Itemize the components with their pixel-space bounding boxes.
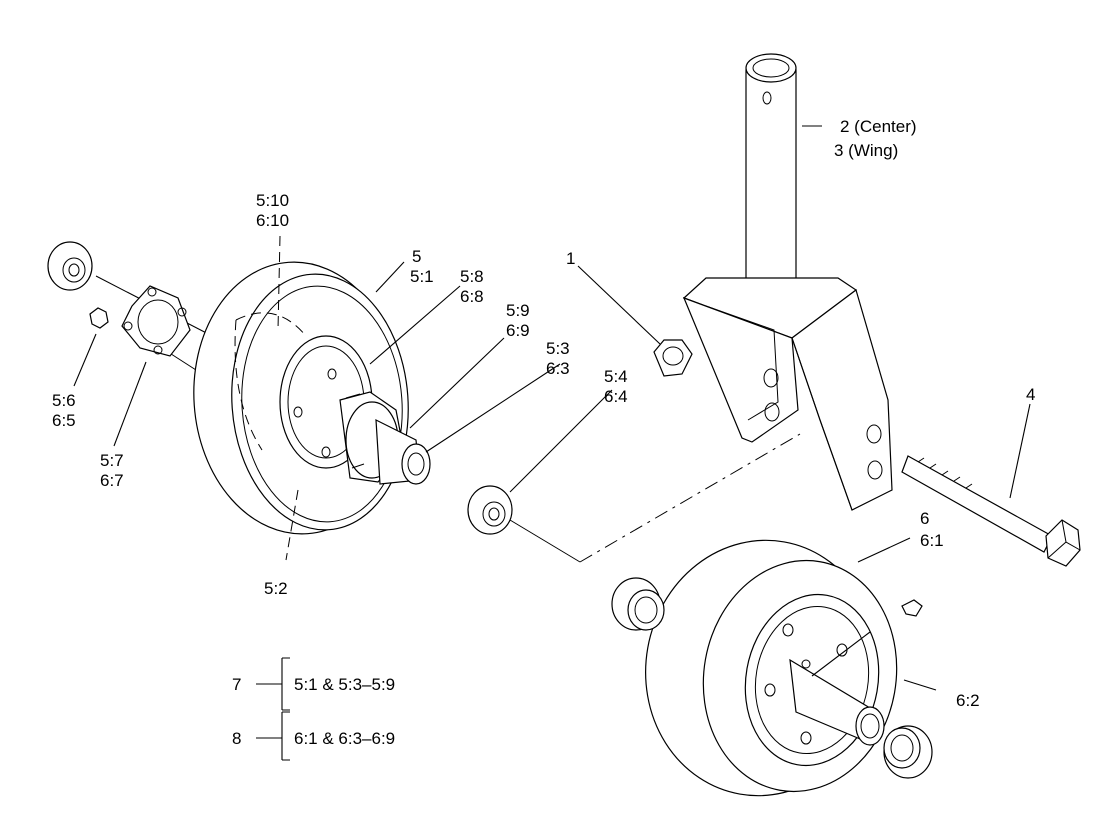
kit-8-number: 8 bbox=[232, 729, 241, 748]
callout-6-8: 6:8 bbox=[460, 287, 484, 306]
leader-lines bbox=[73, 125, 1031, 691]
callout-6-4: 6:4 bbox=[604, 387, 628, 406]
callout-6-3: 6:3 bbox=[546, 359, 570, 378]
callout-5-3: 5:3 bbox=[546, 339, 570, 358]
callout-6-2: 6:2 bbox=[956, 691, 980, 710]
callout-labels: 2 (Center) 3 (Wing) 5:10 6:10 5 5:1 5:8 … bbox=[52, 117, 1035, 748]
bearing-seal-right-lower bbox=[883, 725, 933, 779]
kit-8-contents: 6:1 & 6:3–6:9 bbox=[294, 729, 395, 748]
caster-fork bbox=[682, 53, 893, 511]
callout-4: 4 bbox=[1026, 385, 1035, 404]
outer-bearing-left bbox=[47, 241, 93, 291]
callout-6-9: 6:9 bbox=[506, 321, 530, 340]
small-nut bbox=[89, 307, 109, 329]
callout-5-10: 5:10 bbox=[256, 191, 289, 210]
callout-6-5: 6:5 bbox=[52, 411, 76, 430]
callout-5-2: 5:2 bbox=[264, 579, 288, 598]
callout-6-10: 6:10 bbox=[256, 211, 289, 230]
kit-brackets bbox=[256, 657, 290, 761]
assembly-center-lines bbox=[509, 433, 801, 563]
kit-7-contents: 5:1 & 5:3–5:9 bbox=[294, 675, 395, 694]
callout-6: 6 bbox=[920, 509, 929, 528]
axle-bolt bbox=[901, 455, 1081, 567]
callout-3-wing: 3 (Wing) bbox=[834, 141, 898, 160]
callout-5: 5 bbox=[412, 247, 421, 266]
callout-6-7: 6:7 bbox=[100, 471, 124, 490]
wheel-assembly-left bbox=[95, 261, 431, 535]
callout-5-6: 5:6 bbox=[52, 391, 76, 410]
lock-nut bbox=[653, 339, 693, 377]
callout-1: 1 bbox=[566, 249, 575, 268]
hub-flange bbox=[121, 285, 191, 357]
callout-5-8: 5:8 bbox=[460, 267, 484, 286]
spacer-bearing bbox=[467, 485, 513, 535]
kit-7-number: 7 bbox=[232, 675, 241, 694]
callout-5-9: 5:9 bbox=[506, 301, 530, 320]
callout-5-1: 5:1 bbox=[410, 267, 434, 286]
wheel-assembly-right bbox=[645, 539, 923, 797]
callout-5-7: 5:7 bbox=[100, 451, 124, 470]
callout-2-center: 2 (Center) bbox=[840, 117, 917, 136]
callout-6-1: 6:1 bbox=[920, 531, 944, 550]
callout-5-4: 5:4 bbox=[604, 367, 628, 386]
bearing-seal-right-upper bbox=[611, 577, 665, 631]
